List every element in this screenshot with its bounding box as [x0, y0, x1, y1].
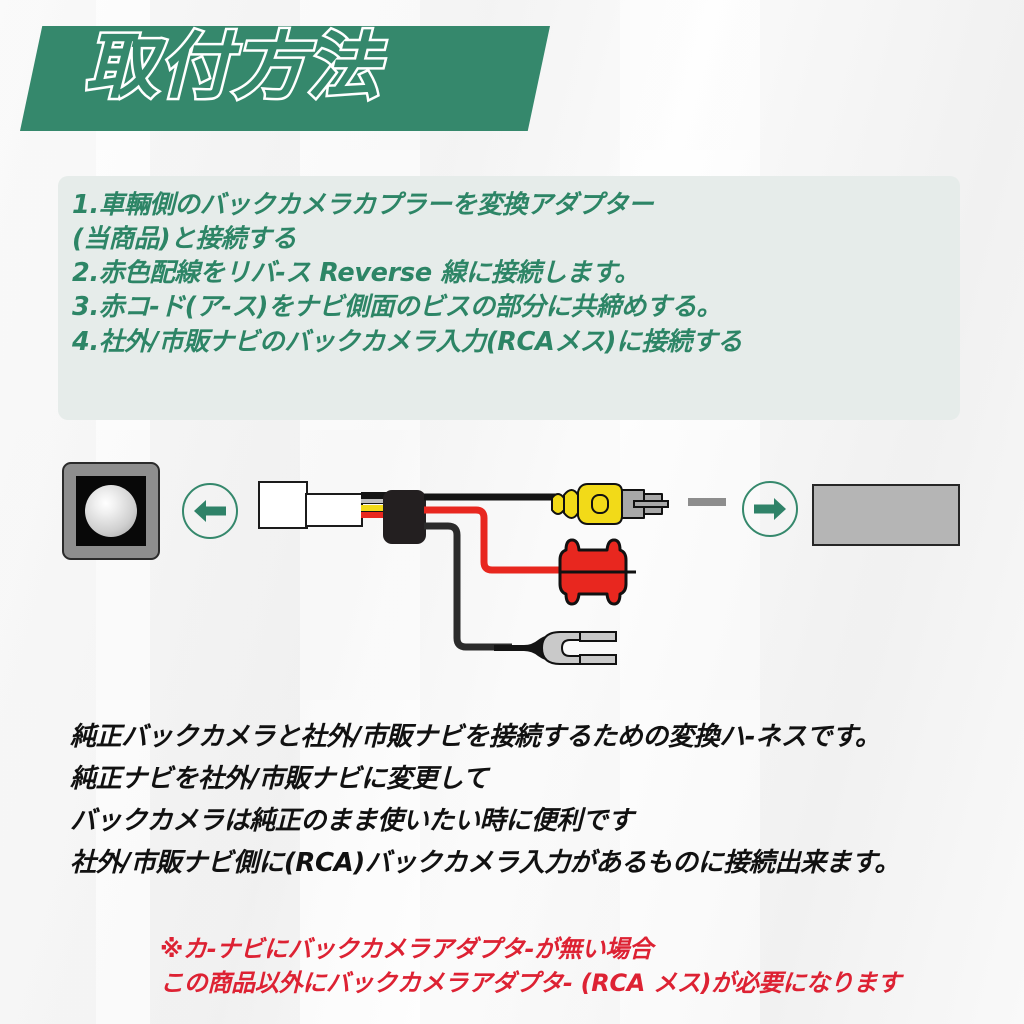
notice-line-2: この商品以外にバックカメラアダプタ- (RCA メス)が必要になります	[160, 969, 901, 998]
instruction-list: 1.車輛側のバックカメラカプラーを変換アダプター (当商品)と接続する 2.赤色…	[72, 188, 962, 359]
navigation-unit-icon	[812, 484, 960, 546]
instruction-step-2: 2.赤色配線をリバ-ス Reverse 線に接続します。	[72, 258, 640, 289]
ribbon-wire-yellow	[361, 505, 387, 512]
reverse-clamp-icon	[558, 538, 636, 606]
conversion-module-box	[383, 490, 426, 544]
description-line-4: 社外/市販ナビ側に(RCA)バックカメラ入力があるものに接続出来ます。	[70, 848, 900, 879]
instruction-step-1-cont: (当商品)と接続する	[72, 224, 297, 255]
instruction-step-3: 3.赤コ-ド(ア-ス)をナビ側面のビスの部分に共締めする。	[72, 292, 722, 323]
arrow-right-circle	[742, 481, 798, 537]
instruction-panel	[58, 176, 960, 420]
page-title: 取付方法	[82, 24, 382, 108]
camera-lens-icon	[85, 485, 137, 537]
instruction-step-4: 4.社外/市販ナビのバックカメラ入力(RCAメス)に接続する	[72, 326, 743, 357]
description-line-2: 純正ナビを社外/市販ナビに変更して	[70, 764, 488, 795]
arrow-left-circle	[182, 483, 238, 539]
vehicle-coupler-shell	[258, 481, 308, 529]
description-text: 純正バックカメラと社外/市販ナビを接続するための変換ハ-ネスです。 純正ナビを社…	[70, 716, 970, 884]
warning-notice: ※カ-ナビにバックカメラアダプタ-が無い場合 この商品以外にバックカメラアダプタ…	[160, 932, 1020, 1000]
wiring-diagram	[0, 440, 1024, 700]
wire-routing	[424, 493, 726, 651]
notice-line-1: ※カ-ナビにバックカメラアダプタ-が無い場合	[160, 935, 653, 963]
header-banner	[20, 26, 550, 131]
rca-plug-icon	[551, 483, 669, 525]
ribbon-wire-gray	[361, 498, 387, 504]
arrow-left-icon	[194, 500, 226, 522]
description-line-3: バックカメラは純正のまま使いたい時に便利です	[70, 806, 634, 837]
description-line-1: 純正バックカメラと社外/市販ナビを接続するための変換ハ-ネスです。	[70, 722, 881, 752]
camera-body	[76, 476, 146, 546]
ribbon-wire-red	[361, 512, 387, 518]
ground-fork-terminal-icon	[494, 631, 617, 665]
ribbon-wire-black	[361, 492, 387, 498]
instruction-step-1: 1.車輛側のバックカメラカプラーを変換アダプター	[72, 190, 654, 220]
wire-ground	[424, 522, 512, 651]
back-camera-icon	[62, 462, 160, 560]
wire-reverse	[424, 506, 575, 574]
arrow-right-icon	[754, 498, 786, 520]
